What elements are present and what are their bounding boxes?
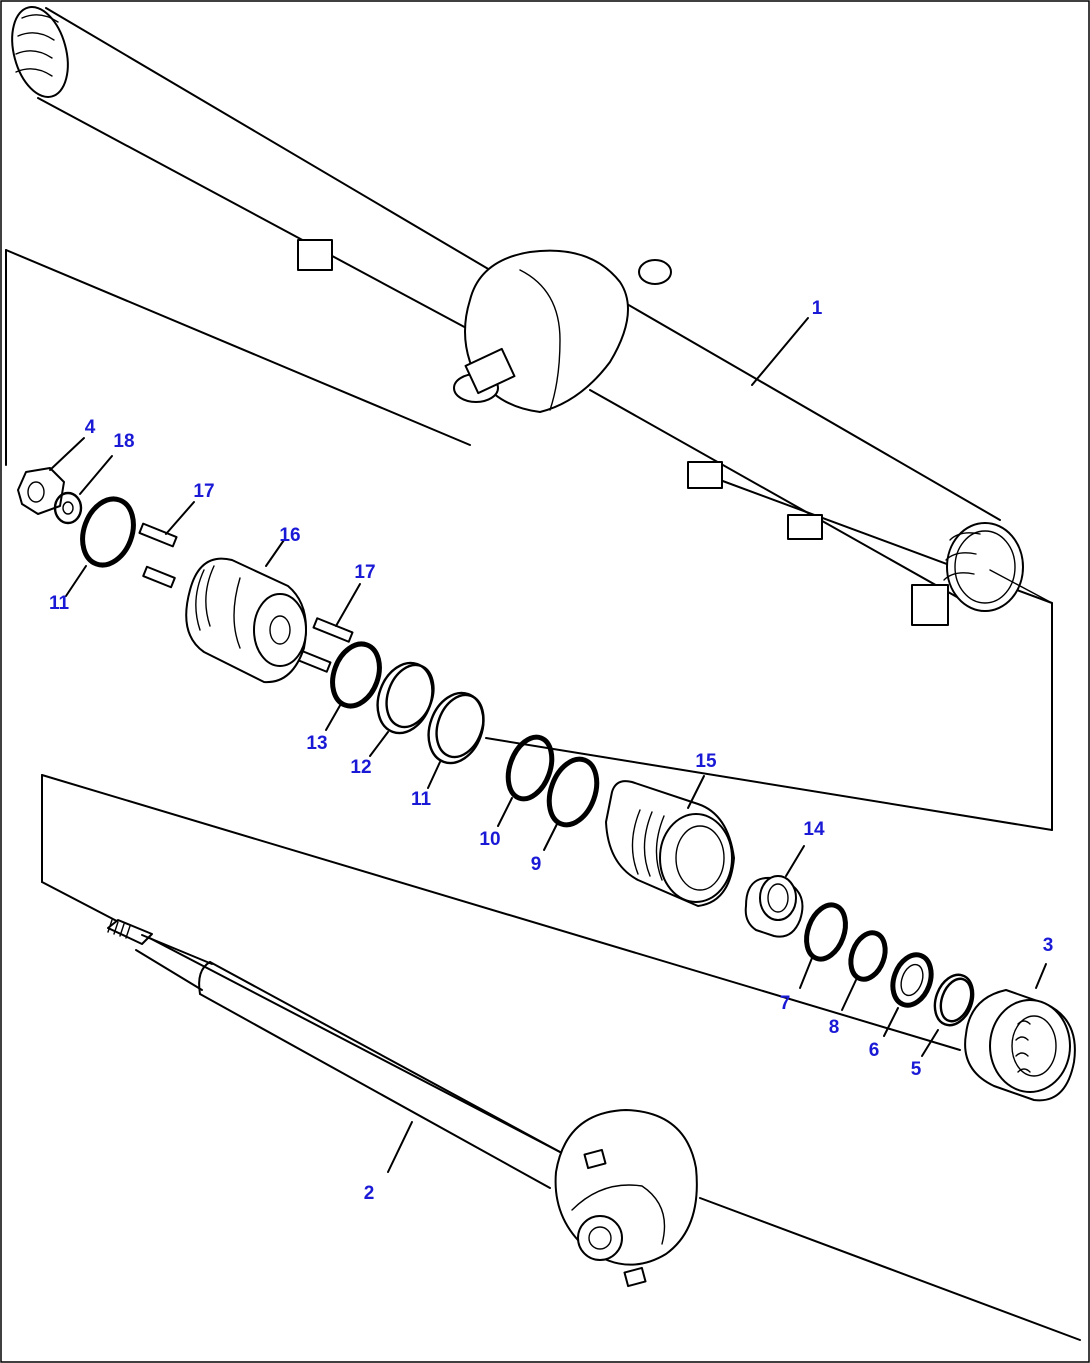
- callout-part-11-right: 11: [410, 789, 432, 810]
- upper-panel-plane: [5, 249, 1053, 831]
- cylinder-tube: [11, 6, 1053, 626]
- ring-part-7: [799, 902, 848, 989]
- callout-part-2: 2: [363, 1183, 375, 1204]
- piston-part-16: [185, 539, 307, 684]
- callout-part-10: 10: [479, 829, 501, 850]
- bushing-part-14: [744, 845, 805, 938]
- callout-part-16: 16: [279, 525, 301, 546]
- ring-part-6: [883, 952, 934, 1037]
- leader-1: [751, 317, 809, 386]
- callout-part-14: 14: [803, 819, 825, 840]
- callout-part-18: 18: [113, 431, 135, 452]
- washer-part-18: [53, 455, 113, 525]
- ring-part-11b: [427, 691, 485, 789]
- nut-part-4: [17, 437, 85, 515]
- head-part-15: [605, 775, 735, 907]
- lower-panel-plane: [41, 774, 1081, 1341]
- callout-part-1: 1: [811, 298, 823, 319]
- ring-part-8: [841, 930, 888, 1011]
- gland-nut-part-3: [964, 963, 1076, 1102]
- callout-part-4: 4: [84, 417, 96, 438]
- callout-part-17-left: 17: [193, 481, 215, 502]
- ring-part-11a: [65, 496, 136, 597]
- callout-part-5: 5: [910, 1059, 922, 1080]
- callout-part-6: 6: [868, 1040, 880, 1061]
- callout-part-8: 8: [828, 1017, 840, 1038]
- ring-part-12: [369, 661, 435, 757]
- callout-part-7: 7: [779, 993, 791, 1014]
- callout-part-12: 12: [350, 757, 372, 778]
- callout-part-3: 3: [1042, 935, 1054, 956]
- callout-part-17-right: 17: [354, 562, 376, 583]
- ring-part-10: [497, 734, 555, 827]
- callout-part-13: 13: [306, 733, 328, 754]
- ring-part-5: [921, 973, 975, 1057]
- ring-part-13: [325, 641, 382, 731]
- ring-part-9: [543, 756, 600, 851]
- bolts-part-17: [138, 501, 361, 673]
- piston-rod: [107, 919, 698, 1288]
- callout-part-9: 9: [530, 854, 542, 875]
- callout-part-15: 15: [695, 751, 717, 772]
- callout-part-11-left: 11: [48, 593, 70, 614]
